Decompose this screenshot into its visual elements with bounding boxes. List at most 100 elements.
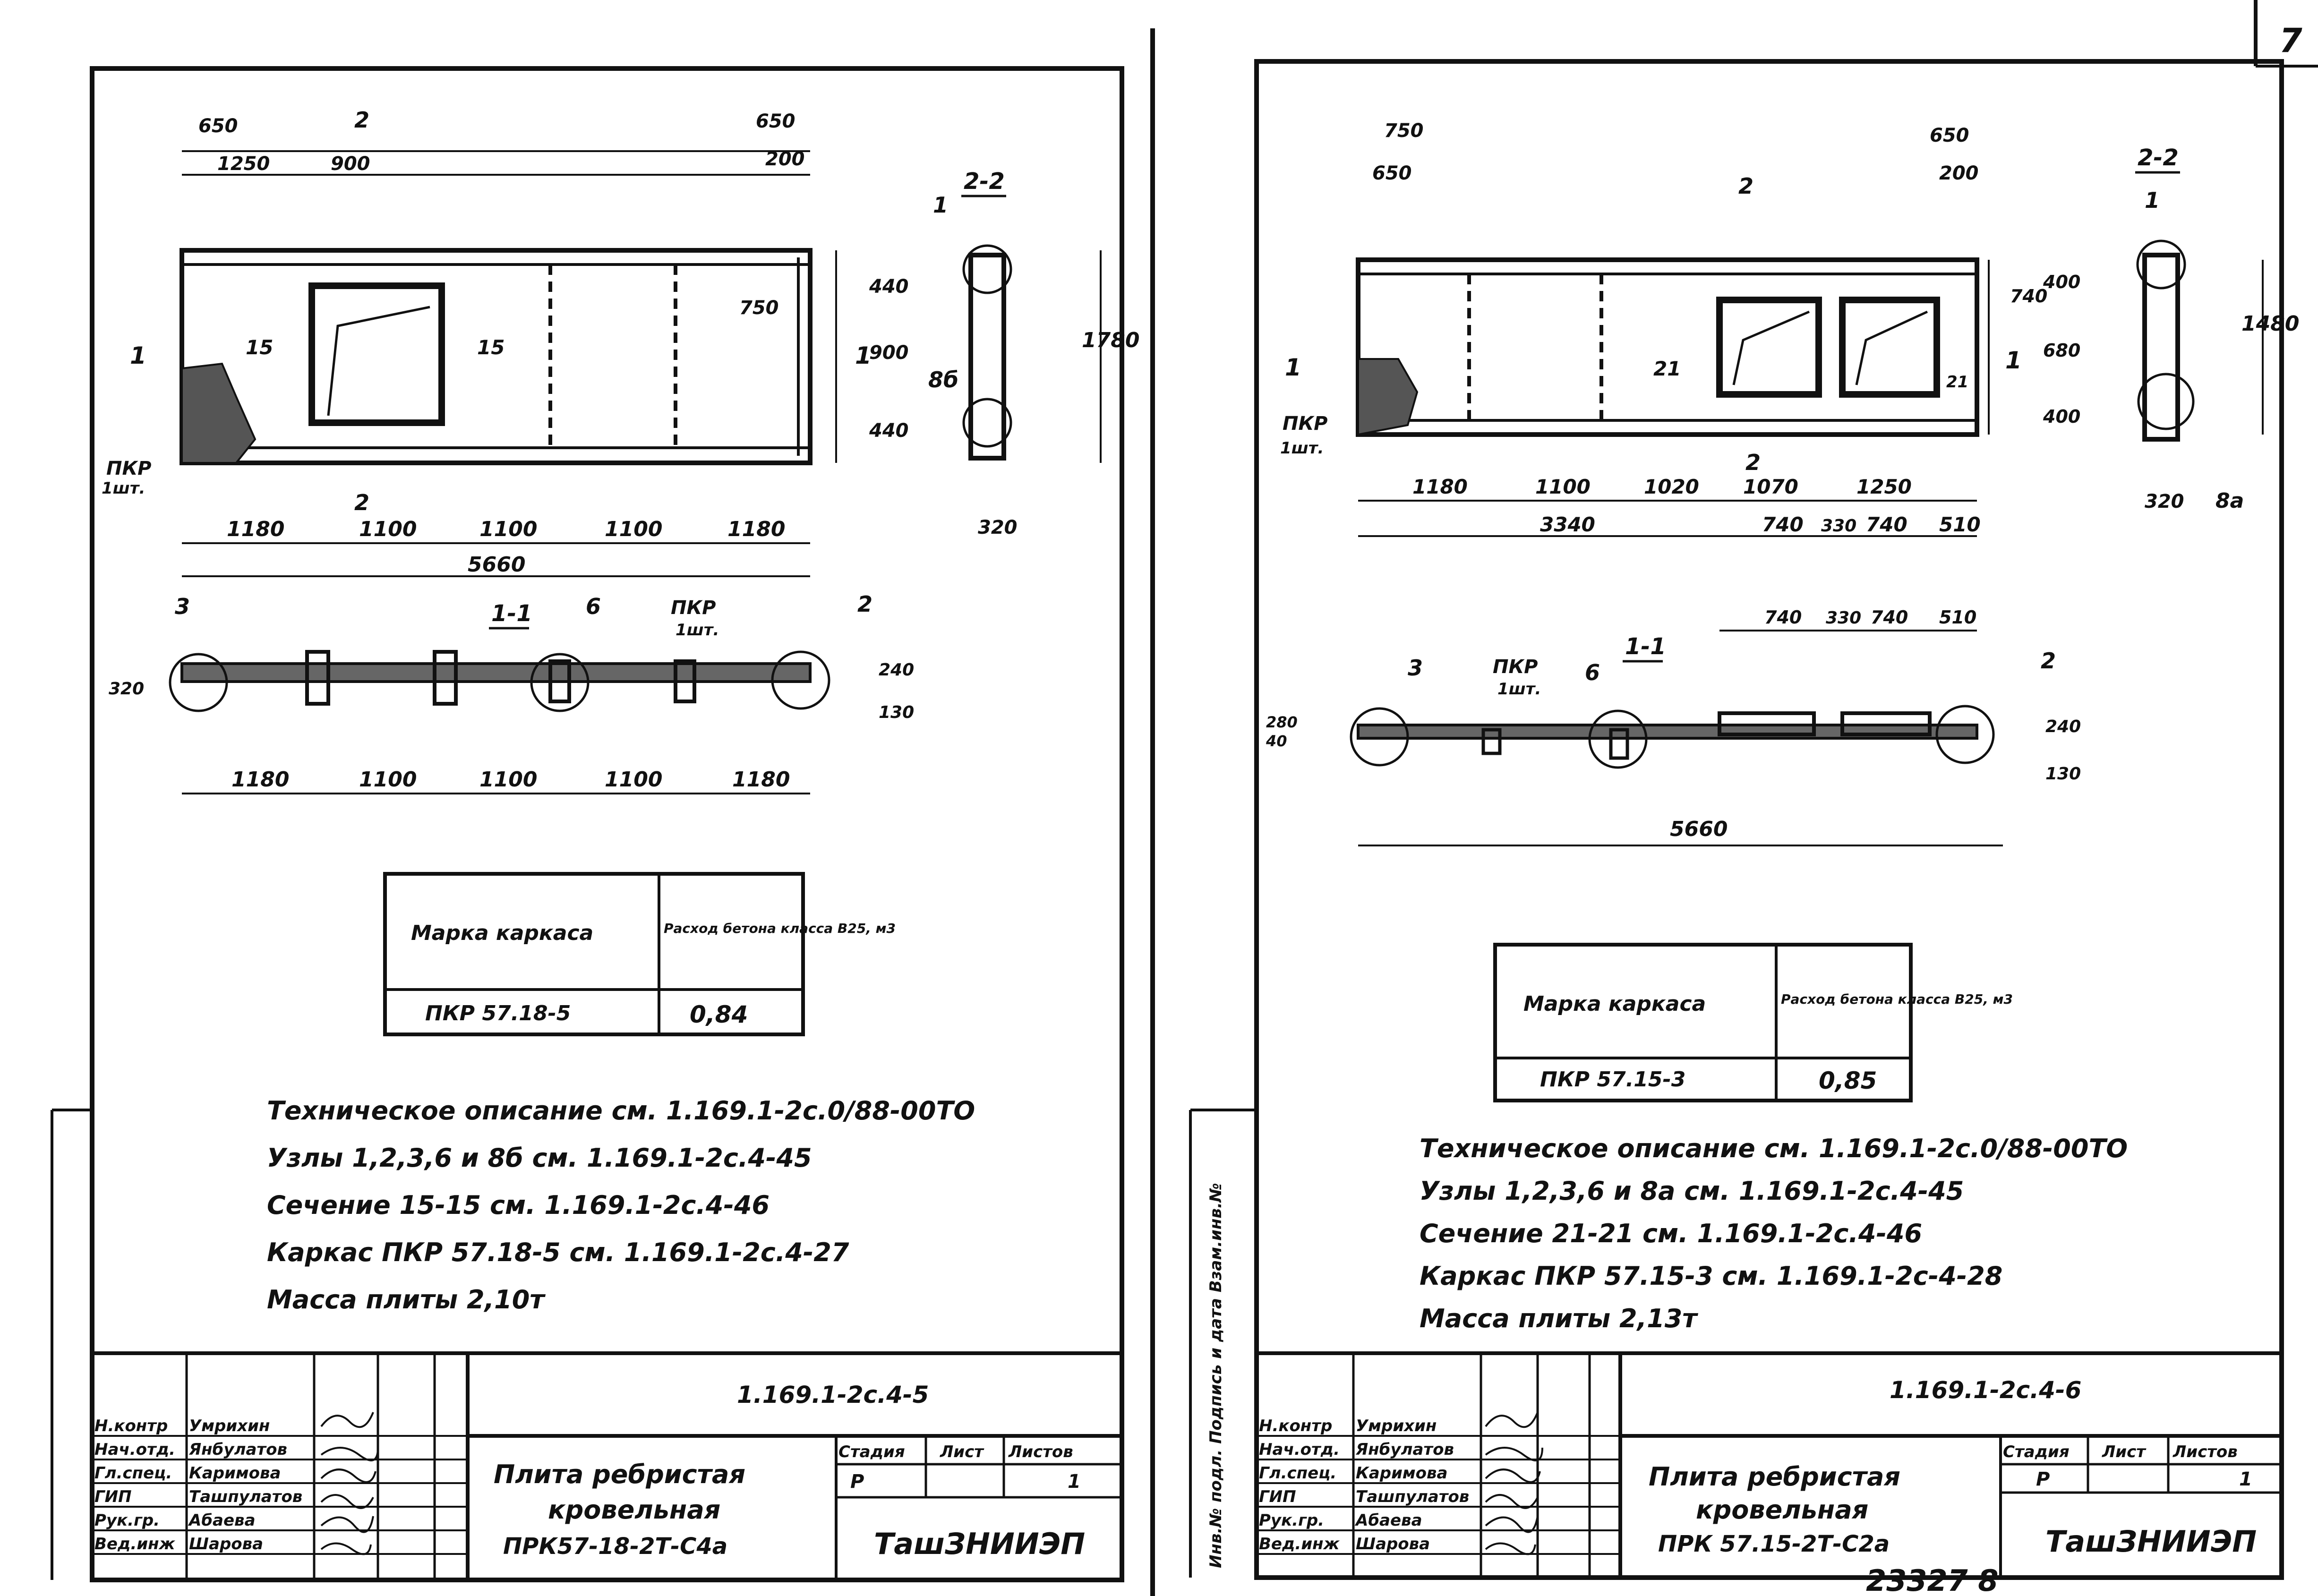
- svg-text:ГИП: ГИП: [1259, 1487, 1296, 1506]
- svg-text:3340: 3340: [1540, 513, 1595, 536]
- svg-text:Стадия: Стадия: [838, 1442, 905, 1461]
- svg-text:1180: 1180: [231, 768, 289, 792]
- svg-text:ПКР: ПКР: [671, 597, 716, 619]
- svg-text:1: 1: [855, 342, 872, 369]
- svg-text:8а: 8а: [2215, 489, 2244, 513]
- org-name: ТашЗНИИЭП: [2045, 1524, 2257, 1559]
- svg-text:2: 2: [857, 591, 872, 617]
- svg-text:3: 3: [1408, 655, 1423, 681]
- svg-text:Вед.инж: Вед.инж: [1259, 1535, 1340, 1553]
- svg-text:1250: 1250: [1856, 475, 1912, 498]
- pkr-mesh: [181, 362, 257, 464]
- profile-2-2: 2-2 1 8б 320: [928, 168, 1018, 538]
- svg-text:1: 1: [933, 192, 948, 218]
- svg-text:Ташпулатов: Ташпулатов: [189, 1487, 302, 1506]
- svg-text:2-2: 2-2: [2138, 145, 2179, 171]
- svg-text:Умрихин: Умрихин: [189, 1417, 270, 1435]
- page-number: 7: [2279, 21, 2302, 60]
- svg-text:1100: 1100: [1535, 475, 1591, 498]
- svg-text:Листов: Листов: [2173, 1442, 2238, 1461]
- svg-text:510: 510: [1939, 513, 1981, 536]
- profile-2-2: 2-2 1 8а 320: [2135, 145, 2244, 513]
- org-name: ТашЗНИИЭП: [874, 1527, 1085, 1561]
- svg-text:Техническое описание см. 1.169: Техническое описание см. 1.169.1-2с.0/88…: [267, 1096, 975, 1126]
- svg-text:400: 400: [2043, 406, 2080, 427]
- svg-text:1480: 1480: [2241, 312, 2299, 336]
- opening: [308, 282, 445, 426]
- svg-text:Стадия: Стадия: [2003, 1442, 2070, 1461]
- svg-text:ПРК57-18-2Т-С4а: ПРК57-18-2Т-С4а: [503, 1533, 727, 1560]
- svg-text:1: 1: [2005, 347, 2022, 374]
- pkr-mesh: [1357, 358, 1419, 436]
- svg-text:2: 2: [354, 490, 369, 515]
- svg-text:6: 6: [586, 594, 601, 619]
- table-header-volume: Расход бетона класса В25, м3: [664, 921, 896, 936]
- svg-text:200: 200: [765, 148, 805, 170]
- svg-text:5660: 5660: [468, 553, 525, 577]
- svg-text:Лист: Лист: [940, 1442, 984, 1461]
- title-block: 1.169.1-2с.4-5 Н.контр Нач.отд. Гл.спец.…: [92, 1351, 1122, 1580]
- table-cell-volume: 0,84: [690, 1001, 748, 1028]
- svg-text:ПКР: ПКР: [1493, 656, 1538, 678]
- svg-text:Масса плиты 2,10т: Масса плиты 2,10т: [267, 1285, 546, 1314]
- svg-text:Листов: Листов: [1008, 1442, 1073, 1461]
- sheet-right: Инв.№ подл. Подпись и дата Взам.инв.№ 75…: [1189, 59, 2299, 1580]
- plan-view: 650 1250 900 650 200 440 900 440 1780 75…: [102, 107, 1139, 577]
- svg-text:Ташпулатов: Ташпулатов: [1356, 1487, 1469, 1506]
- opening-2: [1839, 297, 1940, 398]
- svg-text:2: 2: [1745, 450, 1761, 475]
- svg-text:3: 3: [175, 594, 190, 619]
- svg-text:Масса плиты 2,13т: Масса плиты 2,13т: [1420, 1304, 1698, 1333]
- svg-text:Абаева: Абаева: [1354, 1511, 1422, 1530]
- svg-text:1100: 1100: [605, 517, 662, 541]
- section-1-1: 1-1 3 6 2 ПКР 1шт. 320 240 130 1180 1100…: [109, 591, 914, 794]
- svg-text:8б: 8б: [928, 367, 958, 393]
- svg-text:21: 21: [1653, 357, 1681, 380]
- svg-text:Вед.инж: Вед.инж: [94, 1535, 176, 1553]
- svg-text:320: 320: [2145, 491, 2184, 512]
- svg-text:1: 1: [1285, 354, 1301, 381]
- svg-text:740: 740: [1866, 513, 1907, 536]
- svg-text:1100: 1100: [479, 517, 537, 541]
- svg-text:2: 2: [354, 107, 369, 133]
- svg-text:Нач.отд.: Нач.отд.: [1259, 1440, 1340, 1459]
- svg-text:Узлы 1,2,3,6 и 8б см. 1.169.1-: Узлы 1,2,3,6 и 8б см. 1.169.1-2с.4-45: [267, 1143, 812, 1173]
- svg-text:Н.контр: Н.контр: [94, 1417, 168, 1435]
- svg-text:Нач.отд.: Нач.отд.: [94, 1440, 175, 1459]
- svg-text:Сечение 21-21 см. 1.169.1-2с.4: Сечение 21-21 см. 1.169.1-2с.4-46: [1420, 1219, 1922, 1248]
- svg-text:ГИП: ГИП: [94, 1487, 132, 1506]
- plan-view: 750 650 650 200 740 400 680 400 1480 118…: [1280, 120, 2299, 537]
- svg-text:1180: 1180: [227, 517, 284, 541]
- svg-text:Р: Р: [850, 1471, 864, 1493]
- svg-text:740: 740: [1764, 607, 1802, 628]
- table-cell-mark: ПКР 57.18-5: [425, 1001, 571, 1025]
- svg-text:900: 900: [869, 342, 909, 364]
- svg-text:15: 15: [477, 336, 505, 359]
- sheet-left: 650 1250 900 650 200 440 900 440 1780 75…: [51, 66, 1139, 1582]
- svg-text:280: 280: [1266, 713, 1298, 731]
- svg-text:1100: 1100: [359, 517, 417, 541]
- svg-text:1: 1: [130, 342, 146, 369]
- notes: Техническое описание см. 1.169.1-2с.0/88…: [1420, 1134, 2128, 1333]
- svg-text:кровельная: кровельная: [548, 1495, 720, 1525]
- slab-outline: [1356, 257, 1979, 437]
- svg-text:1100: 1100: [479, 768, 537, 792]
- svg-text:440: 440: [869, 420, 909, 442]
- svg-text:1180: 1180: [1412, 475, 1468, 498]
- svg-text:1шт.: 1шт.: [676, 621, 719, 640]
- table-header-mark: Марка каркаса: [1523, 992, 1706, 1016]
- opening-1: [1716, 297, 1822, 398]
- svg-text:740: 740: [1762, 513, 1804, 536]
- svg-text:Р: Р: [2036, 1468, 2050, 1490]
- svg-text:750: 750: [1384, 120, 1424, 142]
- svg-text:1180: 1180: [732, 768, 790, 792]
- svg-text:650: 650: [1930, 125, 1969, 146]
- svg-text:650: 650: [198, 115, 238, 137]
- svg-text:Рук.гр.: Рук.гр.: [1259, 1511, 1324, 1530]
- svg-text:ПКР: ПКР: [1283, 413, 1328, 435]
- svg-text:1шт.: 1шт.: [102, 479, 145, 498]
- svg-text:Абаева: Абаева: [188, 1511, 256, 1530]
- svg-text:680: 680: [2043, 340, 2080, 361]
- frame-table: Марка каркаса Расход бетона класса В25, …: [383, 872, 896, 1036]
